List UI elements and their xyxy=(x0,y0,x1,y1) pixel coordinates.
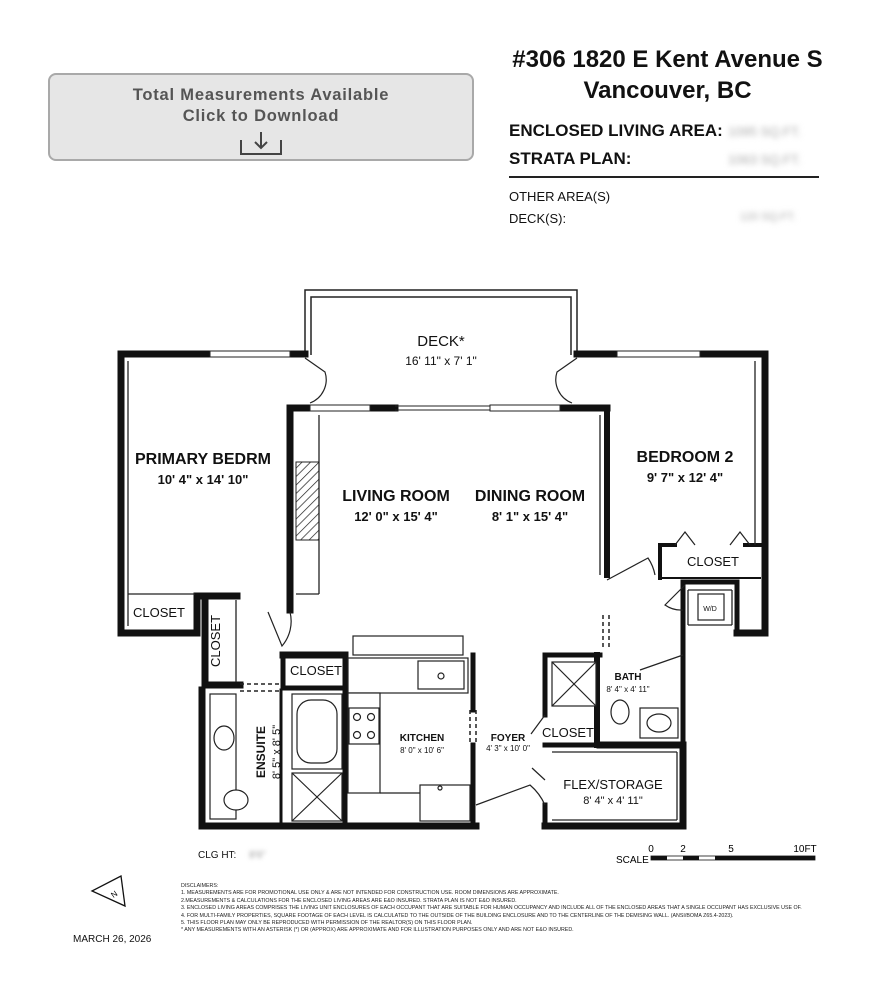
washer-dryer-icon xyxy=(697,593,725,621)
strata-plan-label: STRATA PLAN: xyxy=(509,149,632,168)
ceiling-height-label: CLG HT: xyxy=(198,850,237,861)
deck-name: DECK* xyxy=(417,333,465,350)
ensuite-closet-label: CLOSET xyxy=(208,615,223,667)
dining-room-dim: 8' 1" x 15' 4" xyxy=(492,509,568,524)
download-line-1: Total Measurements Available xyxy=(132,86,390,104)
ensuite-name: ENSUITE xyxy=(254,726,268,778)
bath-name: BATH xyxy=(614,672,641,683)
ensuite-fixtures xyxy=(209,693,343,822)
deck-dim: 16' 11" x 7' 1" xyxy=(405,354,477,368)
deck-outline xyxy=(304,289,578,355)
bath-fixtures xyxy=(551,661,679,739)
kitchen-dim: 8' 0" x 10' 6" xyxy=(400,746,444,755)
disclaimer-1: 1. MEASUREMENTS ARE FOR PROMOTIONAL USE … xyxy=(181,890,559,897)
disclaimer-6: * ANY MEASUREMENTS WITH AN ASTERISK (*) … xyxy=(181,927,574,934)
enclosed-area-label: ENCLOSED LIVING AREA: xyxy=(509,121,723,140)
ensuite-dim: 8' 5" x 8' 5" xyxy=(271,725,283,779)
address-line-2: Vancouver, BC xyxy=(583,77,752,104)
foyer-dim: 4' 3" x 10' 0" xyxy=(486,744,530,753)
divider xyxy=(509,176,819,178)
download-line-2: Click to Download xyxy=(182,107,340,125)
windows xyxy=(209,350,701,412)
north-arrow-icon: N xyxy=(90,874,126,908)
download-icon xyxy=(240,132,282,155)
washer-dryer-label: W/D xyxy=(703,606,717,613)
kitchen-fixtures xyxy=(347,635,471,822)
bedroom-2-closet-label: CLOSET xyxy=(687,554,739,569)
scale-label: SCALE xyxy=(616,855,649,866)
disclaimer-3: 3. ENCLOSED LIVING AREAS COMPRISES THE L… xyxy=(181,905,802,912)
scale-tick-0: 0 xyxy=(648,844,654,855)
scale-tick-5: 5 xyxy=(728,844,734,855)
bedroom-2-name: BEDROOM 2 xyxy=(637,449,734,466)
other-areas-label: OTHER AREA(S) xyxy=(509,189,611,204)
north-label: N xyxy=(109,889,119,900)
deck-area-label: DECK(S): xyxy=(509,211,567,226)
disclaimer-2: 2.MEASUREMENTS & CALCULATIONS FOR THE EN… xyxy=(181,897,517,904)
enclosed-area-value: 1095 SQ.FT. xyxy=(728,124,801,139)
disclaimer-5: 5. THIS FLOOR PLAN MAY ONLY BE REPRODUCE… xyxy=(181,920,473,927)
primary-bedroom-name: PRIMARY BEDRM xyxy=(135,451,271,468)
living-room-dim: 12' 0" x 15' 4" xyxy=(354,509,438,524)
ceiling-height-value: 8'6" xyxy=(249,850,266,861)
disclaimers: DISCLAIMERS: 1. MEASUREMENTS ARE FOR PRO… xyxy=(181,883,841,935)
foyer-closet-label: CLOSET xyxy=(542,725,594,740)
fireplace xyxy=(295,461,320,541)
primary-bedroom-dim: 10' 4" x 14' 10" xyxy=(158,472,249,487)
kitchen-closet-label: CLOSET xyxy=(290,663,342,678)
dining-room-name: DINING ROOM xyxy=(475,488,585,505)
scale-tick-2: 2 xyxy=(680,844,686,855)
kitchen-name: KITCHEN xyxy=(400,733,444,744)
bedroom-2-dim: 9' 7" x 12' 4" xyxy=(647,470,723,485)
living-room-name: LIVING ROOM xyxy=(342,488,450,505)
scale-bar: SCALE 0 2 5 10FT xyxy=(616,844,817,866)
strata-plan-value: 1063 SQ.FT. xyxy=(728,152,801,167)
flex-storage-dim: 8' 4" x 4' 11" xyxy=(583,795,643,807)
disclaimer-4: 4. FOR MULTI-FAMILY PROPERTIES, SQUARE F… xyxy=(181,912,734,919)
room-labels: DECK* 16' 11" x 7' 1" PRIMARY BEDRM 10' … xyxy=(133,333,739,807)
deck-area-value: 120 SQ.FT. xyxy=(740,211,796,223)
primary-closet-label: CLOSET xyxy=(133,605,185,620)
download-measurements-button[interactable]: Total Measurements Available Click to Do… xyxy=(48,73,474,161)
scale-tick-10: 10FT xyxy=(793,844,816,855)
walls xyxy=(117,350,769,830)
door-swings xyxy=(267,357,751,806)
flex-storage-name: FLEX/STORAGE xyxy=(563,777,663,792)
foyer-name: FOYER xyxy=(491,733,526,744)
bath-dim: 8' 4" x 4' 11" xyxy=(606,685,649,694)
address-line-1: #306 1820 E Kent Avenue S xyxy=(512,46,823,73)
disclaimer-title: DISCLAIMERS: xyxy=(181,883,219,889)
plan-date: MARCH 26, 2026 xyxy=(73,934,152,945)
ceiling-height: CLG HT: 8'6" xyxy=(198,850,266,861)
thin-walls xyxy=(127,361,756,821)
